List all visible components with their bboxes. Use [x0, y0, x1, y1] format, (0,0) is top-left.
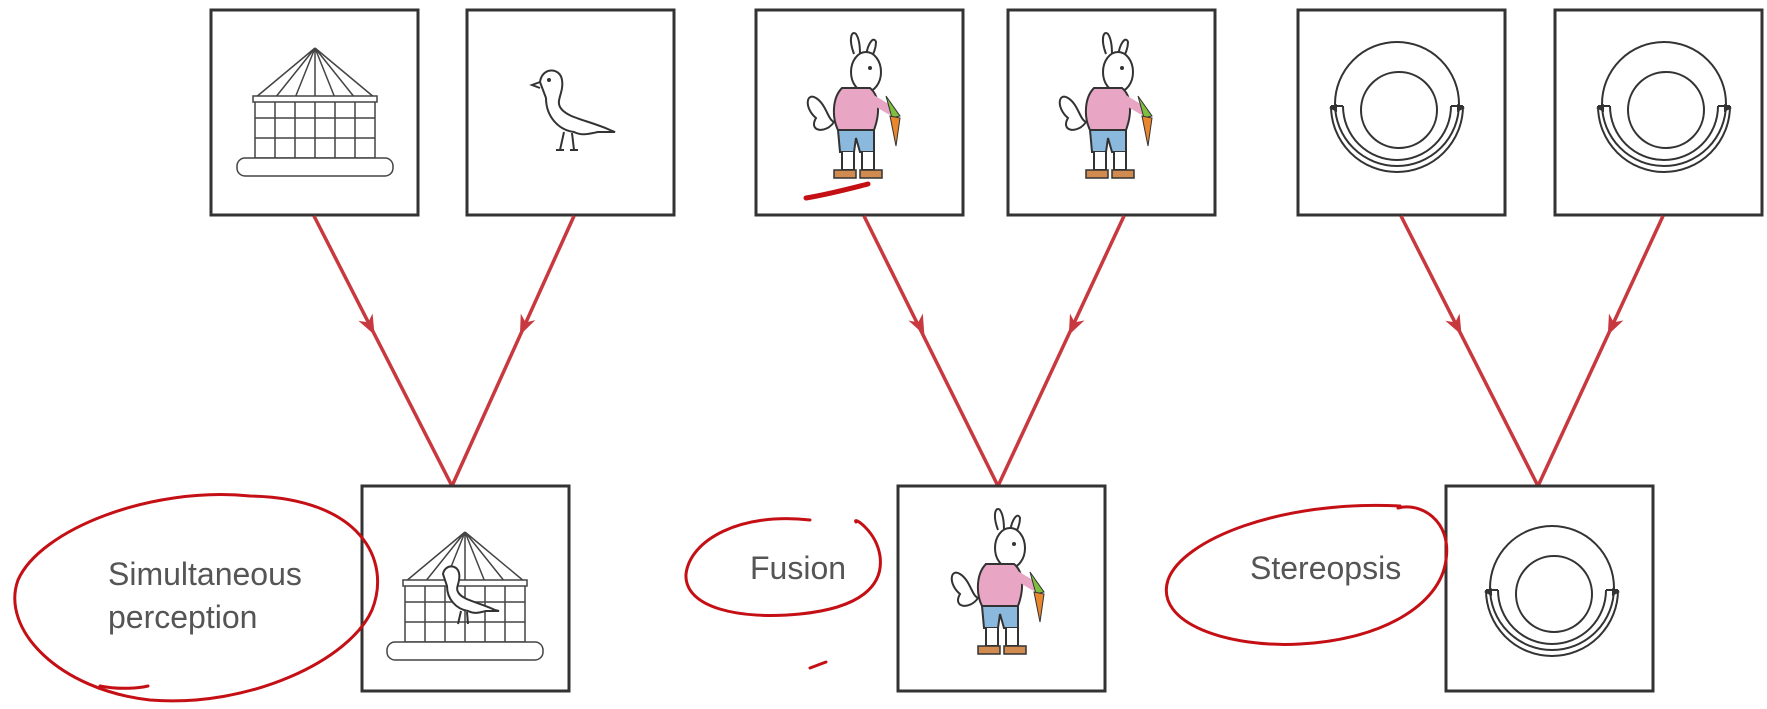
arrowhead-icon — [1061, 313, 1085, 339]
result-frame-stereopsis — [1444, 484, 1655, 693]
label-stereopsis: Stereopsis — [1250, 550, 1401, 586]
top-frame-rings-right — [1553, 8, 1764, 217]
arrowhead-icon — [358, 313, 382, 339]
annotation-circle-stereopsis — [1164, 503, 1449, 646]
top-frame-cage — [209, 8, 420, 217]
arrow-line — [1399, 215, 1540, 487]
annotation-circle-simultaneous — [13, 493, 380, 703]
top-frame-bird — [465, 8, 676, 217]
arrowhead-icon — [512, 313, 536, 339]
top-frame-rabbit-left — [754, 8, 965, 217]
annotation-underline — [803, 181, 871, 201]
arrow-line — [450, 215, 576, 487]
arrowhead-icon — [908, 313, 932, 339]
label-fusion: Fusion — [750, 550, 846, 586]
arrow-line — [1536, 215, 1665, 487]
annotation-circle-fusion — [684, 517, 882, 617]
label-simultaneous-line2: perception — [108, 599, 257, 635]
arrowhead-icon — [1445, 313, 1469, 339]
top-frame-rings-left — [1296, 8, 1507, 217]
arrow-line — [996, 215, 1126, 487]
arrowheads — [358, 313, 1624, 339]
label-simultaneous-line1: Simultaneous — [108, 556, 302, 592]
top-frame-rabbit-right — [1006, 8, 1217, 217]
handwritten-annotations — [13, 181, 1449, 703]
arrowhead-icon — [1600, 313, 1624, 339]
arrow-line — [862, 215, 1000, 487]
arrow-line — [312, 215, 454, 487]
result-frame-simultaneous — [360, 484, 571, 693]
arrows — [312, 215, 1665, 487]
annotation-stroke — [98, 684, 150, 690]
result-frame-fusion — [896, 484, 1107, 693]
annotation-tick — [808, 660, 828, 670]
